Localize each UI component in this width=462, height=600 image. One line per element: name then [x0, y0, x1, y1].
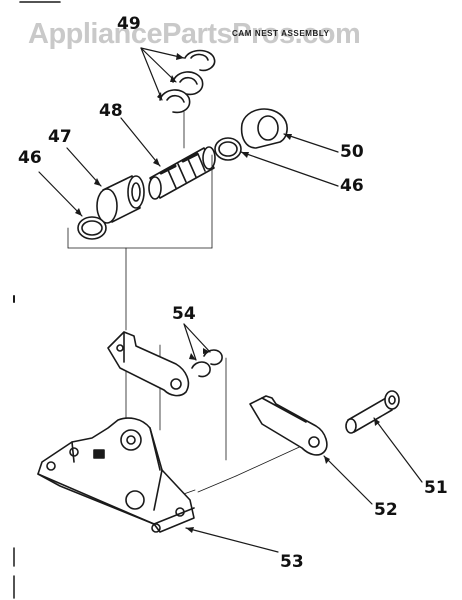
- callout-47: 47: [48, 127, 72, 147]
- sleeve-bushing: [96, 175, 145, 224]
- callout-leaders: [38, 47, 423, 553]
- pivot-pin: [345, 390, 400, 434]
- mounting-bracket: [37, 417, 195, 533]
- lever-upper: [107, 331, 190, 397]
- ring-left: [77, 216, 107, 240]
- callout-49: 49: [117, 14, 141, 34]
- e-clip-top: [184, 49, 216, 72]
- e-clip-lower: [159, 89, 191, 114]
- cam-lobe: [240, 108, 288, 149]
- lever-right: [249, 395, 328, 456]
- watermark-text: AppliancePartsPros.com: [28, 18, 361, 50]
- e-clip-middle: [172, 71, 204, 96]
- callout-51: 51: [424, 478, 448, 498]
- callout-52: 52: [374, 500, 398, 520]
- small-clips: [191, 349, 223, 378]
- callout-53: 53: [280, 552, 304, 572]
- cam-shaft: [148, 146, 216, 200]
- callout-46-left: 46: [18, 148, 42, 168]
- callout-54: 54: [172, 304, 196, 324]
- callout-50: 50: [340, 142, 364, 162]
- callout-46-right: 46: [340, 176, 364, 196]
- ring-right: [214, 137, 242, 161]
- assembly-title: CAM NEST ASSEMBLY: [232, 29, 330, 38]
- callout-48: 48: [99, 101, 123, 121]
- callout-arrowheads: [75, 53, 380, 533]
